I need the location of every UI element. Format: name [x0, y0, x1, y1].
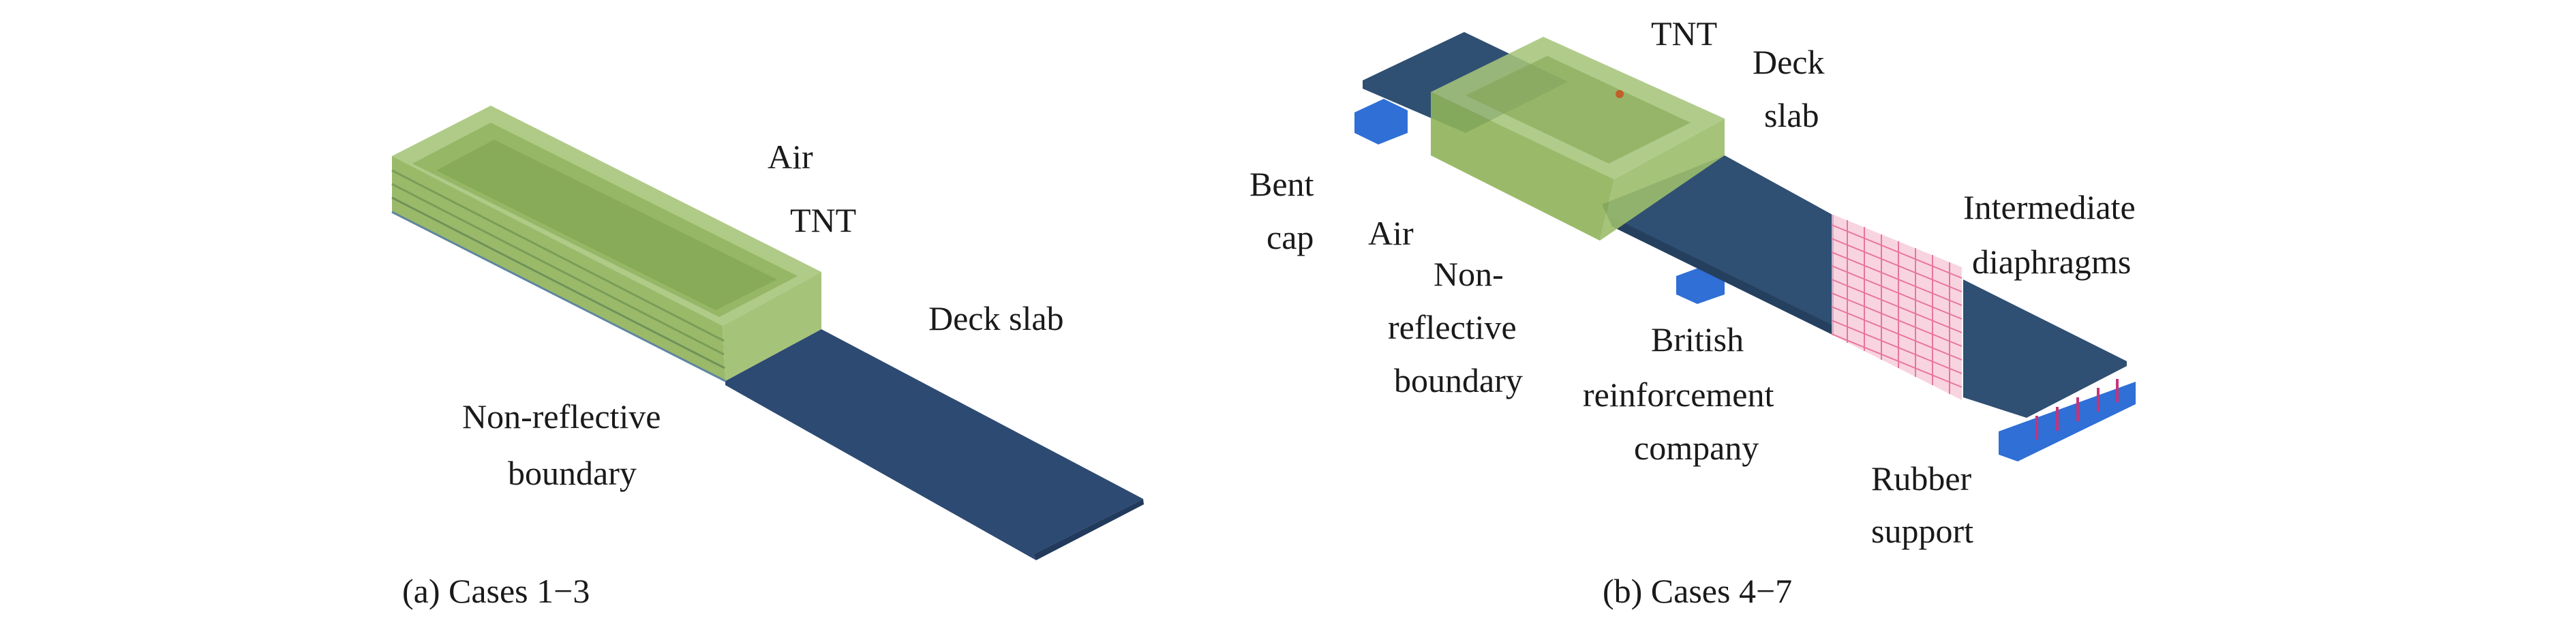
rubber-support-right: [1999, 382, 2136, 461]
label-boundary-b-3: boundary: [1394, 361, 1523, 399]
bent-cap-support-left: [1354, 99, 1408, 144]
label-boundary-a-1: Non-reflective: [462, 397, 661, 436]
deck-slab-a-edge: [1033, 499, 1144, 560]
label-rubber-1: Rubber: [1871, 459, 1972, 498]
label-rebar-2: reinforcement: [1583, 376, 1774, 414]
label-tnt-a: TNT: [790, 201, 857, 239]
deck-slab-a: [725, 329, 1143, 560]
caption-a: (a) Cases 1−3: [402, 572, 590, 610]
label-air-b: Air: [1368, 214, 1414, 252]
reinforcement-mesh: [1831, 214, 1963, 400]
panel-b-model: [1354, 32, 2136, 461]
label-tnt-b: TNT: [1651, 14, 1718, 52]
label-diaphragm-1: Intermediate: [1963, 188, 2136, 226]
intermediate-diaphragms: [2035, 379, 2119, 440]
deck-slab-b-right: [1963, 279, 2127, 418]
deck-slab-b-mid-side: [1611, 217, 1834, 335]
label-boundary-a-2: boundary: [508, 454, 637, 492]
air-domain-a: [391, 106, 821, 382]
label-bent-cap-2: cap: [1267, 218, 1314, 256]
label-deck-b-1: Deck: [1753, 43, 1825, 81]
caption-b: (b) Cases 4−7: [1603, 572, 1793, 610]
label-air-a: Air: [768, 138, 813, 176]
label-rubber-2: support: [1871, 512, 1973, 550]
tnt-charge: [1616, 90, 1624, 98]
label-deck-slab-a: Deck slab: [928, 299, 1064, 337]
label-diaphragm-2: diaphragms: [1972, 243, 2132, 281]
label-deck-b-2: slab: [1764, 96, 1819, 134]
air-domain-b: [1431, 37, 1725, 241]
label-rebar-1: British: [1651, 320, 1744, 359]
label-boundary-b-2: reflective: [1388, 308, 1517, 346]
deck-slab-b-mid: [1602, 155, 1834, 334]
label-rebar-3: company: [1634, 429, 1759, 467]
label-boundary-b-1: Non-: [1434, 255, 1504, 293]
label-bent-cap-1: Bent: [1249, 165, 1314, 203]
panel-a-model: [391, 106, 1144, 560]
